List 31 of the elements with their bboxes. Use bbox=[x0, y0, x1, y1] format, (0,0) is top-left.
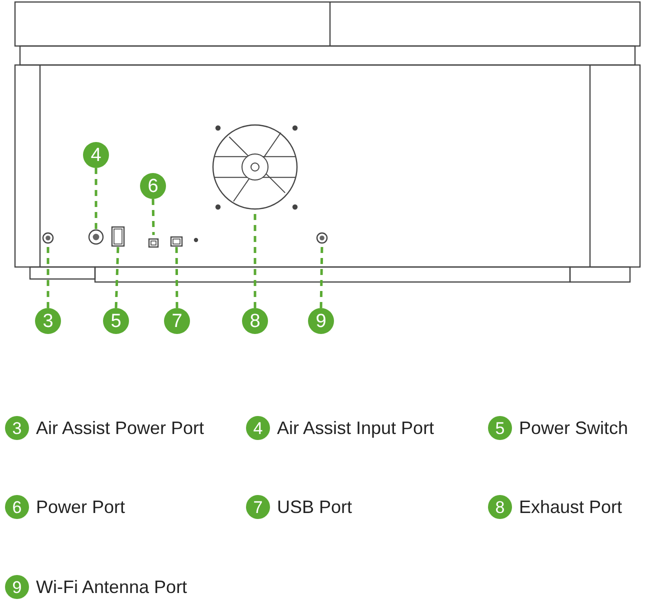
usb-port bbox=[170, 234, 183, 245]
callout-number: 6 bbox=[5, 495, 29, 519]
legend-text: Power Port bbox=[36, 496, 126, 518]
callout-number: 8 bbox=[242, 308, 268, 334]
leader-line bbox=[152, 198, 155, 236]
callout-number: 9 bbox=[5, 575, 29, 599]
leader-line bbox=[175, 245, 178, 308]
callout-number: 3 bbox=[35, 308, 61, 334]
power-switch bbox=[111, 226, 125, 247]
legend-text: Power Switch bbox=[519, 417, 628, 439]
leader-line bbox=[94, 168, 98, 229]
callout-number: 5 bbox=[103, 308, 129, 334]
callout-number: 5 bbox=[488, 416, 512, 440]
antenna-port bbox=[316, 231, 328, 243]
leader-line bbox=[114, 246, 120, 308]
callout-number: 4 bbox=[246, 416, 270, 440]
legend-text: USB Port bbox=[277, 496, 352, 518]
callout-number: 4 bbox=[83, 142, 109, 168]
legend-text: Air Assist Power Port bbox=[36, 417, 204, 439]
input-port-socket bbox=[88, 229, 104, 245]
callout-number: 8 bbox=[488, 495, 512, 519]
callout-number: 9 bbox=[308, 308, 334, 334]
callout-number: 7 bbox=[164, 308, 190, 334]
legend-text: Air Assist Input Port bbox=[277, 417, 434, 439]
power-port-socket bbox=[42, 231, 54, 243]
callout-number: 7 bbox=[246, 495, 270, 519]
legend-text: Wi-Fi Antenna Port bbox=[36, 576, 188, 598]
exhaust-fan-grille bbox=[212, 124, 298, 210]
callout-number: 6 bbox=[140, 173, 166, 199]
legend-text: Exhaust Port bbox=[519, 496, 622, 518]
callout-number: 3 bbox=[5, 416, 29, 440]
